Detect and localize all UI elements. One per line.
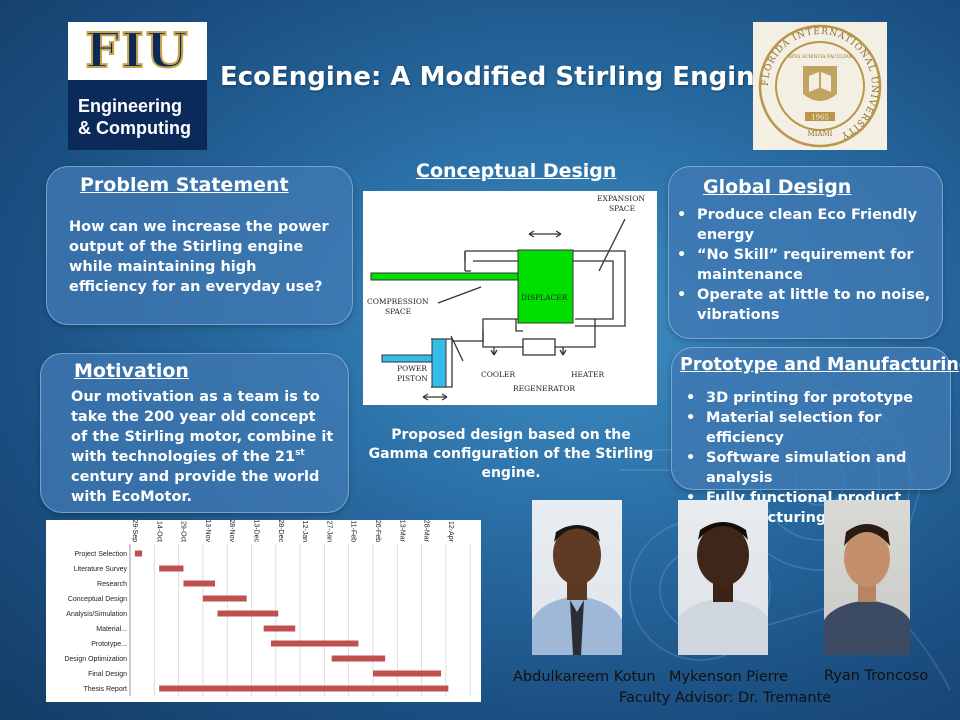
motivation-text-part1: Our motivation as a team is to take the …	[71, 389, 334, 465]
label-compression-space: SPACE	[385, 307, 411, 316]
seal-city: MIAMI	[808, 130, 833, 138]
gantt-date-label: 13-Nov	[204, 520, 211, 542]
list-item: Material selection for efficiency	[678, 408, 946, 448]
gantt-date-label: 13-Dec	[253, 520, 260, 542]
gantt-bar	[217, 610, 279, 617]
gantt-task-label: Project Selection	[74, 551, 127, 558]
gantt-task-label: Analysis/Simulation	[66, 611, 127, 618]
problem-statement-panel	[46, 166, 353, 325]
motivation-text: Our motivation as a team is to take the …	[71, 387, 336, 507]
prototype-heading: Prototype and Manufacturing	[680, 355, 960, 375]
label-heater: HEATER	[571, 370, 604, 379]
gantt-task-label: Material...	[96, 626, 127, 633]
gantt-task-label: Research	[97, 581, 127, 588]
motivation-text-part2: century and provide the world with EcoMo…	[71, 469, 320, 505]
gantt-bar	[373, 670, 442, 677]
motivation-text-superscript: st	[295, 448, 305, 459]
gantt-date-label: 27-Jan	[325, 521, 332, 543]
label-compression: COMPRESSION	[367, 297, 429, 306]
university-seal: FLORIDA INTERNATIONAL UNIVERSITY SPES SC…	[753, 22, 887, 150]
label-displacer: DISPLACER	[521, 293, 568, 302]
gantt-date-label: 28-Nov	[228, 520, 235, 542]
gantt-date-label: 12-Apr	[447, 521, 454, 543]
gantt-date-label: 14-Oct	[155, 521, 162, 542]
seal-motto: SPES SCIENTIA FACULTAS	[788, 54, 852, 60]
gantt-bar	[159, 685, 449, 692]
gantt-bar	[134, 550, 143, 557]
gantt-bar	[159, 565, 184, 572]
gantt-task-label: Thesis Report	[83, 686, 127, 693]
gantt-task-label: Prototype...	[91, 641, 127, 648]
photo-ryan-troncoso	[824, 500, 910, 655]
gantt-date-label: 28-Mar	[423, 520, 430, 543]
list-item: “No Skill” requirement for maintenance	[669, 245, 931, 285]
conceptual-design-heading: Conceptual Design	[416, 160, 617, 182]
gantt-date-label: 28-Dec	[277, 520, 284, 542]
conceptual-design-caption: Proposed design based on the Gamma confi…	[368, 427, 654, 481]
member-name: Abdulkareem Kotun	[513, 669, 656, 685]
photo-mykenson-pierre	[678, 500, 768, 655]
gantt-date-label: 12-Jan	[301, 521, 308, 543]
faculty-advisor: Faculty Advisor: Dr. Tremante	[619, 690, 832, 706]
motivation-panel	[40, 353, 349, 513]
gantt-bar	[270, 640, 359, 647]
motivation-heading: Motivation	[74, 360, 189, 382]
gantt-bar	[183, 580, 216, 587]
label-regenerator: REGENERATOR	[513, 384, 575, 393]
member-name: Mykenson Pierre	[669, 669, 788, 685]
gantt-bar	[263, 625, 296, 632]
fiu-logo-line2: & Computing	[78, 118, 191, 138]
list-item: Produce clean Eco Friendly energy	[669, 205, 931, 245]
page-title: EcoEngine: A Modified Stirling Engine	[220, 62, 773, 92]
gantt-date-label: 11-Feb	[350, 520, 357, 542]
fiu-logo: FIU Engineering & Computing	[68, 22, 207, 150]
list-item: 3D printing for prototype	[678, 388, 946, 408]
fiu-logo-letters: FIU	[84, 23, 190, 79]
label-expansion-space: SPACE	[609, 204, 635, 213]
label-power: POWER	[397, 364, 427, 373]
member-name: Ryan Troncoso	[824, 668, 929, 684]
gantt-chart: 29-Sep 14-Oct 29-Oct 13-Nov 28-Nov 13-Dec 28-D…	[46, 519, 481, 702]
gantt-task-label: Design Optimization	[64, 656, 127, 663]
gantt-task-label: Final Design	[88, 671, 127, 678]
gantt-date-label: 26-Feb	[374, 520, 381, 542]
gantt-bar	[331, 655, 386, 662]
list-item: Software simulation and analysis	[678, 448, 946, 488]
stirling-diagram: EXPANSION SPACE DISPLACER COMPRESSION SP…	[363, 191, 657, 405]
photo-abdulkareem-kotun	[532, 500, 622, 655]
gantt-date-label: 29-Oct	[180, 521, 187, 542]
fiu-logo-line1: Engineering	[78, 96, 183, 116]
label-piston: PISTON	[397, 374, 428, 383]
gantt-date-label: 29-Sep	[131, 520, 138, 542]
global-design-heading: Global Design	[703, 176, 852, 198]
label-cooler: COOLER	[481, 370, 515, 379]
gantt-bar	[202, 595, 247, 602]
global-design-list: Produce clean Eco Friendly energy “No Sk…	[669, 205, 931, 325]
seal-year: 1965	[811, 114, 829, 122]
gantt-task-label: Conceptual Design	[68, 596, 127, 603]
label-expansion: EXPANSION	[597, 194, 645, 203]
problem-statement-heading: Problem Statement	[80, 174, 289, 196]
gantt-date-label: 13-Mar	[398, 520, 405, 543]
problem-statement-text: How can we increase the power output of …	[69, 219, 329, 295]
list-item: Operate at little to no noise, vibration…	[669, 285, 931, 325]
gantt-task-label: Literature Survey	[74, 566, 128, 573]
